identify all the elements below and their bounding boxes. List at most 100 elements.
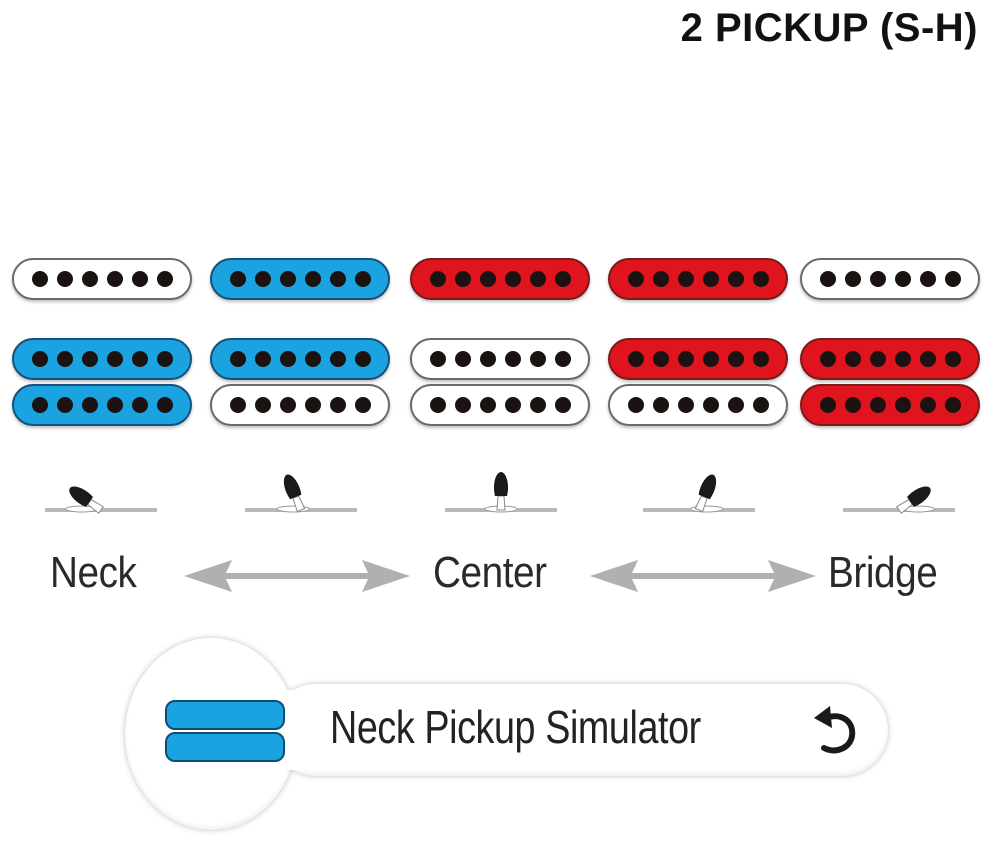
pole-piece bbox=[919, 397, 936, 413]
label-center: Center bbox=[433, 548, 547, 597]
pole-piece bbox=[894, 397, 911, 413]
diagram-title: 2 PICKUP (S-H) bbox=[680, 6, 978, 50]
pole-piece bbox=[919, 271, 936, 287]
pole-piece bbox=[727, 351, 744, 367]
pole-piece bbox=[81, 271, 98, 287]
pole-piece bbox=[529, 397, 546, 413]
pole-piece bbox=[752, 271, 769, 287]
pole-piece bbox=[31, 271, 48, 287]
pole-piece bbox=[819, 351, 836, 367]
pickup-humbucker-top-pos5 bbox=[800, 338, 980, 380]
pole-piece bbox=[869, 271, 886, 287]
pole-piece bbox=[819, 397, 836, 413]
pole-piece bbox=[869, 351, 886, 367]
pole-piece bbox=[554, 397, 571, 413]
pole-piece bbox=[131, 351, 148, 367]
coil-bottom bbox=[165, 732, 285, 762]
pole-piece bbox=[677, 271, 694, 287]
pickup-humbucker-bottom-pos1 bbox=[12, 384, 192, 426]
pole-piece bbox=[677, 397, 694, 413]
pole-piece bbox=[727, 271, 744, 287]
simulator-button[interactable] bbox=[270, 684, 888, 776]
pole-piece bbox=[304, 397, 321, 413]
pole-piece bbox=[869, 397, 886, 413]
pole-piece bbox=[106, 271, 123, 287]
switch-position-icon bbox=[45, 486, 157, 515]
pole-piece bbox=[429, 351, 446, 367]
pole-piece bbox=[844, 351, 861, 367]
pole-piece bbox=[354, 351, 371, 367]
pole-piece bbox=[504, 397, 521, 413]
pole-piece bbox=[304, 351, 321, 367]
pole-piece bbox=[81, 397, 98, 413]
pole-piece bbox=[156, 351, 173, 367]
label-neck: Neck bbox=[50, 548, 137, 597]
pole-piece bbox=[254, 351, 271, 367]
pole-piece bbox=[354, 397, 371, 413]
switch-position-icon bbox=[245, 474, 357, 513]
pole-piece bbox=[479, 271, 496, 287]
pickup-single-coil-pos4 bbox=[608, 258, 788, 300]
simulator-label: Neck Pickup Simulator bbox=[330, 701, 701, 753]
coil-top bbox=[165, 700, 285, 730]
pickup-humbucker-top-pos4 bbox=[608, 338, 788, 380]
switch-position-icon bbox=[843, 486, 955, 515]
pole-piece bbox=[156, 271, 173, 287]
pole-piece bbox=[279, 397, 296, 413]
pole-piece bbox=[329, 351, 346, 367]
pole-piece bbox=[727, 397, 744, 413]
pole-piece bbox=[354, 271, 371, 287]
pole-piece bbox=[254, 271, 271, 287]
pole-piece bbox=[429, 397, 446, 413]
pole-piece bbox=[81, 351, 98, 367]
pole-piece bbox=[229, 397, 246, 413]
pole-piece bbox=[652, 271, 669, 287]
pole-piece bbox=[31, 397, 48, 413]
pickup-humbucker-top-pos1 bbox=[12, 338, 192, 380]
pole-piece bbox=[479, 397, 496, 413]
pole-piece bbox=[627, 397, 644, 413]
pole-piece bbox=[529, 271, 546, 287]
pole-piece bbox=[479, 351, 496, 367]
pole-piece bbox=[304, 271, 321, 287]
double-arrow-icon bbox=[184, 560, 410, 592]
pole-piece bbox=[454, 397, 471, 413]
label-bridge: Bridge bbox=[828, 548, 938, 597]
pole-piece bbox=[702, 351, 719, 367]
pole-piece bbox=[229, 351, 246, 367]
pole-piece bbox=[677, 351, 694, 367]
pole-piece bbox=[944, 397, 961, 413]
pole-piece bbox=[627, 351, 644, 367]
pickup-single-coil-pos1 bbox=[12, 258, 192, 300]
pole-piece bbox=[702, 397, 719, 413]
pickup-humbucker-bottom-pos4 bbox=[608, 384, 788, 426]
pole-piece bbox=[652, 351, 669, 367]
pole-piece bbox=[106, 351, 123, 367]
pole-piece bbox=[944, 271, 961, 287]
pole-piece bbox=[894, 271, 911, 287]
pickup-single-coil-pos3 bbox=[410, 258, 590, 300]
pole-piece bbox=[429, 271, 446, 287]
pole-piece bbox=[919, 351, 936, 367]
pole-piece bbox=[752, 397, 769, 413]
pole-piece bbox=[529, 351, 546, 367]
pole-piece bbox=[229, 271, 246, 287]
pole-piece bbox=[627, 271, 644, 287]
switch-position-icon bbox=[643, 474, 755, 513]
pole-piece bbox=[156, 397, 173, 413]
pole-piece bbox=[752, 351, 769, 367]
pole-piece bbox=[652, 397, 669, 413]
pole-piece bbox=[819, 271, 836, 287]
pole-piece bbox=[254, 397, 271, 413]
pole-piece bbox=[31, 351, 48, 367]
pickup-single-coil-pos2 bbox=[210, 258, 390, 300]
pole-piece bbox=[106, 397, 123, 413]
humbucker-blue-icon bbox=[165, 700, 285, 764]
pole-piece bbox=[454, 351, 471, 367]
pole-piece bbox=[56, 397, 73, 413]
undo-arrow-icon[interactable] bbox=[812, 702, 858, 758]
pole-piece bbox=[554, 351, 571, 367]
switch-position-icon bbox=[445, 472, 557, 513]
pole-piece bbox=[844, 271, 861, 287]
pickup-humbucker-bottom-pos2 bbox=[210, 384, 390, 426]
